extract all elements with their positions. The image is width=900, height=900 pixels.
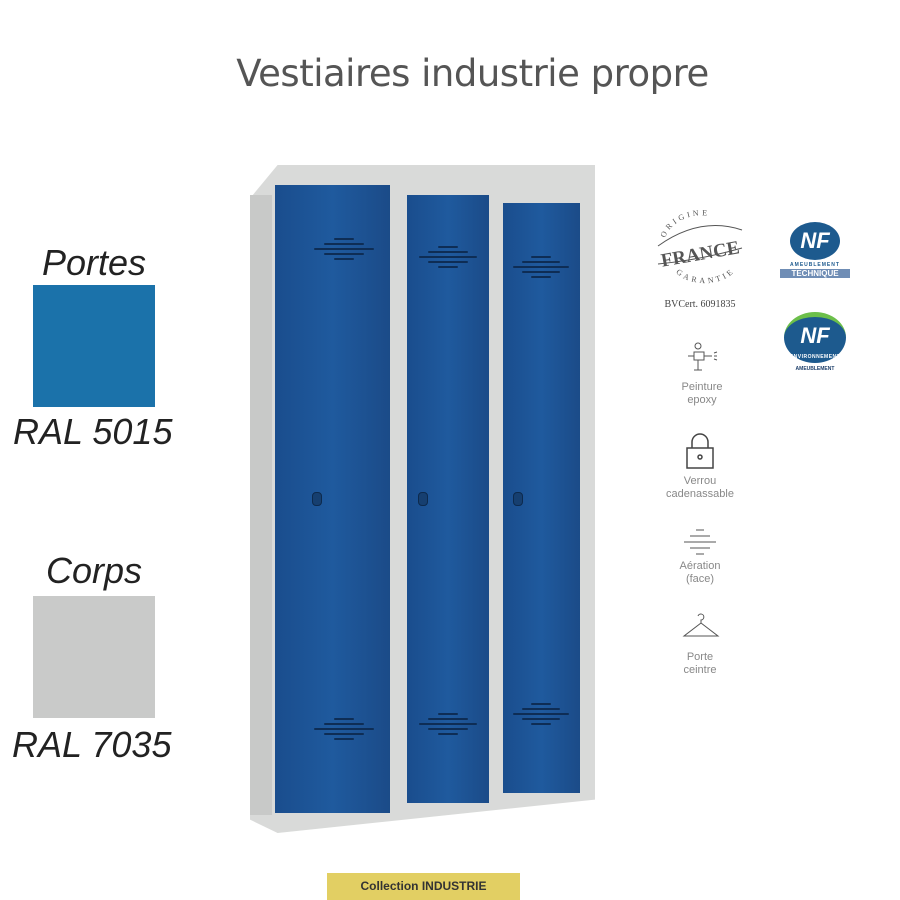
france-cert-number: BVCert. 6091835 [664, 299, 736, 310]
france-main-text: FRANCE [659, 237, 741, 271]
doors-label: Portes [42, 242, 147, 283]
nf-environnement-logo: NF ENVIRONNEMENT AMEUBLEMENT [780, 312, 850, 374]
doors-ral-code: RAL 5015 [13, 411, 173, 452]
locker-image [250, 165, 595, 833]
padlock-icon [686, 433, 714, 469]
locker-door [275, 185, 390, 813]
collection-badge: Collection INDUSTRIE [327, 873, 520, 900]
body-ral-code: RAL 7035 [12, 724, 172, 765]
origine-france-garantie-logo: ORIGINE FRANCE GARANTIE [650, 208, 750, 295]
svg-text:ORIGINE: ORIGINE [659, 210, 711, 239]
france-top-text: ORIGINE [659, 208, 708, 239]
svg-text:GARANTIE: GARANTIE [674, 266, 736, 285]
body-color-swatch [33, 596, 155, 718]
body-label: Corps [46, 550, 143, 591]
vent-icon [684, 529, 716, 555]
nf-technique-logo: NF AMEUBLEMENT TECHNIQUE [780, 222, 850, 282]
france-bottom-text: GARANTIE [674, 266, 733, 285]
nf-environnement-ring-text: ENVIRONNEMENT [789, 354, 841, 360]
feature-ventilation: Aération(face) [640, 527, 760, 586]
hanger-icon [682, 613, 720, 637]
page-title: Vestiaires industrie propre [236, 52, 709, 95]
doors-color-swatch [33, 285, 155, 407]
spray-gun-icon [688, 342, 718, 371]
